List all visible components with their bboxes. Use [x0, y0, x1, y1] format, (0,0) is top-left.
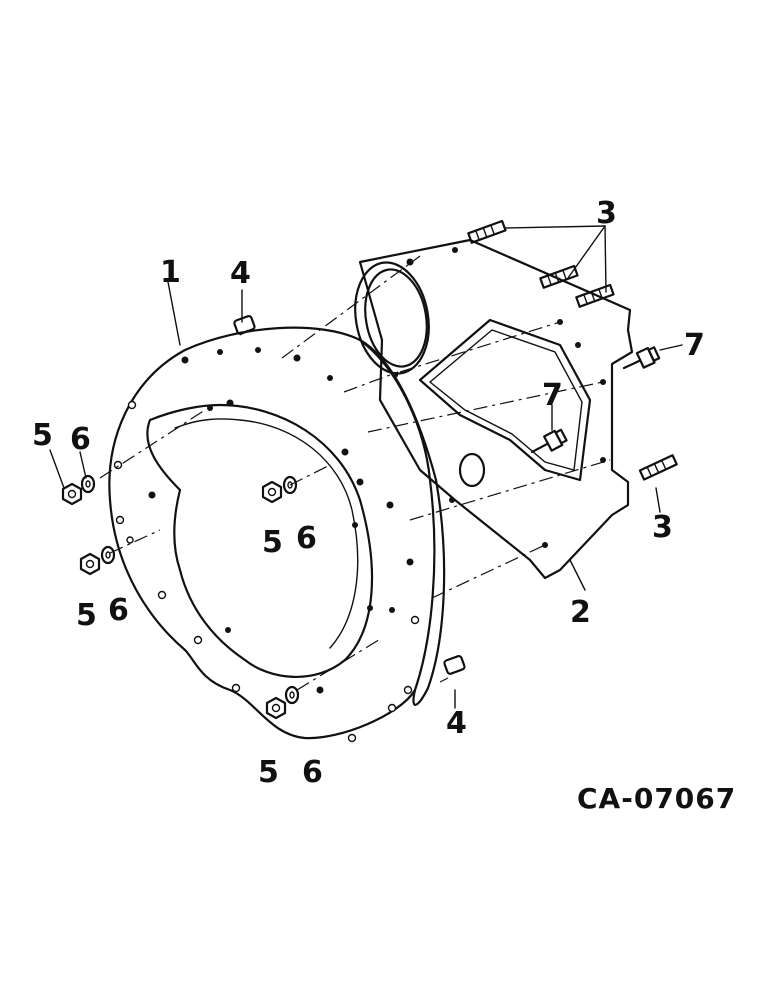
callout-part-3: 3: [596, 196, 617, 231]
hex-nut-icon: [261, 480, 283, 504]
callout-part-5: 5: [76, 598, 97, 633]
callout-part-2: 2: [570, 595, 591, 630]
hex-nut-icon: [265, 696, 287, 720]
callout-part-5: 5: [32, 418, 53, 453]
dowel-pin-icon: [443, 655, 466, 675]
stud-bolt-icon: [467, 219, 507, 244]
nuts-and-washers: [61, 474, 300, 720]
callout-labels: 1 4 3 7 7 3 2 4 5 6 5 6 5 6 5 6: [32, 196, 705, 790]
callout-part-3: 3: [652, 510, 673, 545]
callout-part-7: 7: [684, 328, 705, 363]
callout-part-7: 7: [542, 378, 563, 413]
rear-plate: [354, 238, 634, 580]
callout-part-4: 4: [446, 706, 467, 741]
washer-icon: [282, 475, 298, 495]
callout-part-6: 6: [70, 422, 91, 457]
leader-lines: [49, 225, 683, 709]
stud-bolt-icon: [539, 264, 579, 289]
callout-part-5: 5: [258, 755, 279, 790]
diagram-code: CA-07067: [577, 782, 736, 815]
assembly-center-lines: [99, 255, 611, 691]
callout-part-1: 1: [160, 255, 181, 290]
cap-screw-icon: [530, 428, 568, 454]
adapter-ring: [108, 326, 446, 743]
callout-part-6: 6: [108, 593, 129, 628]
stud-bolt-icon: [575, 283, 615, 308]
hex-nut-icon: [79, 552, 101, 576]
washer-icon: [284, 685, 300, 705]
washer-icon: [80, 474, 96, 494]
stud-bolts: [467, 219, 678, 481]
cap-screw-icon: [622, 346, 661, 370]
stud-bolt-icon: [638, 454, 678, 481]
callout-part-5: 5: [262, 525, 283, 560]
callout-part-4: 4: [230, 256, 251, 291]
hex-nut-icon: [61, 482, 83, 506]
washer-icon: [100, 545, 116, 565]
callout-part-6: 6: [296, 521, 317, 556]
callout-part-6: 6: [302, 755, 323, 790]
ring-bolt-holes: [113, 347, 420, 743]
cap-screws: [530, 346, 661, 454]
